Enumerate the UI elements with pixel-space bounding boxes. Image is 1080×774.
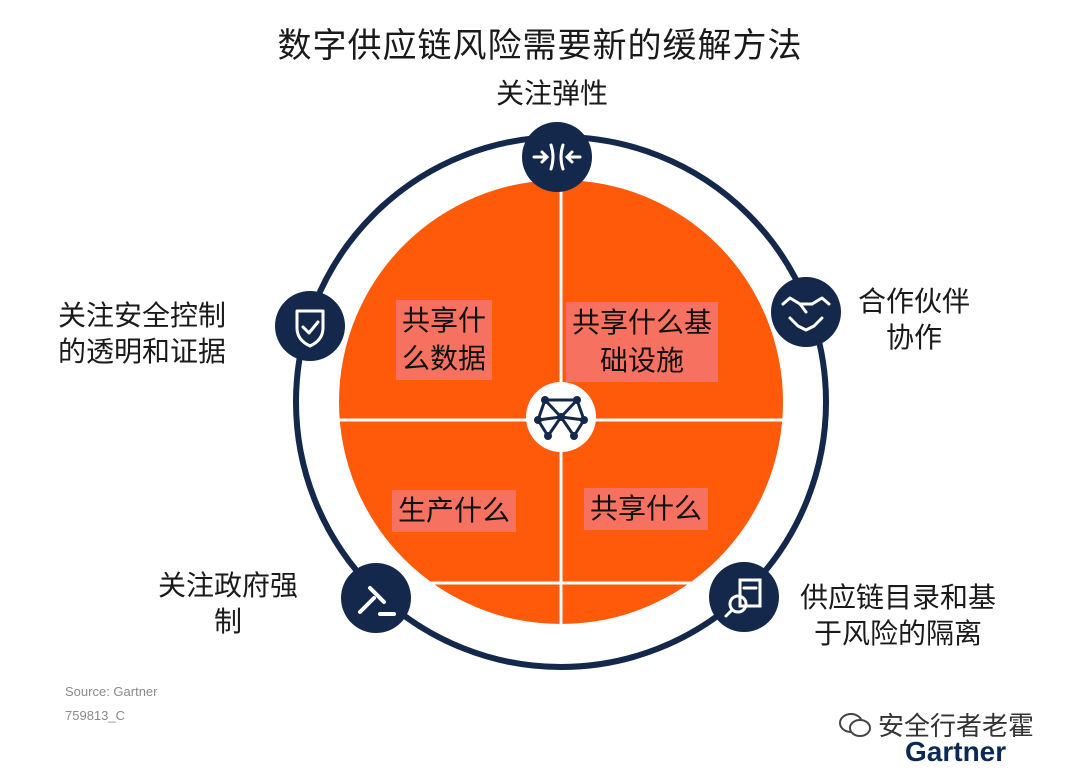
search-document-icon	[709, 562, 779, 632]
label-partner-collaboration: 合作伙伴 协作	[858, 285, 971, 354]
gartner-logo: Gartner	[905, 736, 1007, 767]
watermark: 安全行者老霍	[838, 706, 1034, 743]
label-resilience: 关注弹性	[496, 77, 609, 110]
label-supply-chain-catalog: 供应链目录和基 于风险的隔离	[800, 581, 997, 650]
diagram-title: 数字供应链风险需要新的缓解方法	[277, 26, 803, 66]
quadrant-bottom-right: 共享什么	[584, 488, 709, 530]
label-government-mandate: 关注政府强 制	[158, 569, 299, 638]
wechat-icon	[839, 712, 871, 737]
quadrant-top-right: 共享什么基 础设施	[566, 302, 719, 382]
quadrant-top-left: 共享什 么数据	[396, 300, 493, 380]
handshake-icon	[771, 277, 841, 347]
quadrant-bottom-left: 生产什么	[392, 490, 517, 532]
label-security-controls: 关注安全控制 的透明和证据	[58, 299, 227, 368]
shield-check-icon	[275, 291, 345, 361]
gavel-icon	[341, 563, 411, 633]
figure-code: 759813_C	[65, 708, 125, 723]
compress-arrows-icon	[522, 122, 592, 192]
network-icon	[526, 382, 596, 452]
source-note: Source: Gartner	[65, 684, 158, 699]
